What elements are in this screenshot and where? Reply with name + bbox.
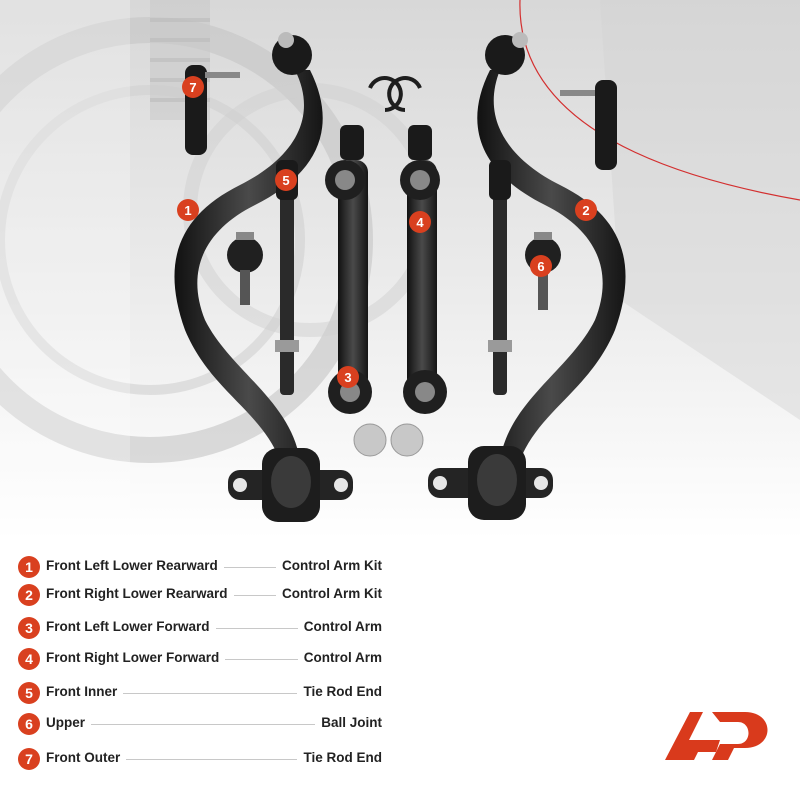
legend-type-1: Control Arm Kit	[276, 558, 382, 573]
callout-3: 3	[337, 366, 359, 388]
legend-type-2: Control Arm Kit	[276, 586, 382, 601]
photo-callouts: 7 5 1 2 4 6 3	[177, 76, 597, 388]
legend-badge-1: 1	[18, 556, 40, 578]
legend-part-4: Front Right Lower Forward	[46, 650, 226, 665]
legend-part-3: Front Left Lower Forward	[46, 619, 216, 634]
legend-row-5: 5 Front Inner Tie Rod End	[18, 681, 388, 705]
svg-text:3: 3	[344, 370, 351, 385]
legend-badge-4: 4	[18, 648, 40, 670]
legend-badge-3: 3	[18, 617, 40, 639]
legend-badge-7: 7	[18, 748, 40, 770]
washers	[353, 423, 424, 457]
svg-text:5: 5	[282, 173, 289, 188]
legend-part-5: Front Inner	[46, 684, 124, 699]
legend-row-4: 4 Front Right Lower Forward Control Arm	[18, 647, 388, 671]
svg-text:7: 7	[189, 80, 196, 95]
ball-joint-left	[227, 232, 263, 305]
legend-type-7: Tie Rod End	[297, 750, 382, 765]
svg-text:2: 2	[582, 203, 589, 218]
outer-tie-rod-right	[560, 80, 617, 170]
legend-type-4: Control Arm	[297, 650, 382, 665]
brand-logo	[665, 712, 768, 760]
callout-2: 2	[575, 199, 597, 221]
legend-row-2: 2 Front Right Lower Rearward Control Arm…	[18, 583, 388, 607]
legend-divider	[48, 693, 378, 694]
svg-text:4: 4	[416, 215, 424, 230]
legend-divider	[48, 759, 378, 760]
inner-tie-rod-right	[488, 160, 512, 395]
svg-text:6: 6	[537, 259, 544, 274]
svg-text:1: 1	[184, 203, 191, 218]
legend-row-1: 1 Front Left Lower Rearward Control Arm …	[18, 555, 388, 579]
legend-row-7: 7 Front Outer Tie Rod End	[18, 747, 388, 771]
legend-part-6: Upper	[46, 715, 92, 730]
control-arm-right-rearward	[428, 32, 626, 520]
legend-badge-6: 6	[18, 713, 40, 735]
legend-divider	[48, 724, 378, 725]
callout-4: 4	[409, 211, 431, 233]
callout-6: 6	[530, 255, 552, 277]
legend-row-3: 3 Front Left Lower Forward Control Arm	[18, 616, 388, 640]
callout-7-left: 7	[182, 76, 204, 98]
legend-badge-5: 5	[18, 682, 40, 704]
callout-1: 1	[177, 199, 199, 221]
legend-type-6: Ball Joint	[315, 715, 382, 730]
control-arm-left-forward	[325, 125, 372, 414]
legend-type-5: Tie Rod End	[297, 684, 382, 699]
callout-5: 5	[275, 169, 297, 191]
legend-part-2: Front Right Lower Rearward	[46, 586, 234, 601]
legend-type-3: Control Arm	[297, 619, 382, 634]
legend-badge-2: 2	[18, 584, 40, 606]
legend-part-1: Front Left Lower Rearward	[46, 558, 224, 573]
legend-part-7: Front Outer	[46, 750, 127, 765]
snap-rings	[368, 76, 422, 112]
legend-row-6: 6 Upper Ball Joint	[18, 712, 388, 736]
